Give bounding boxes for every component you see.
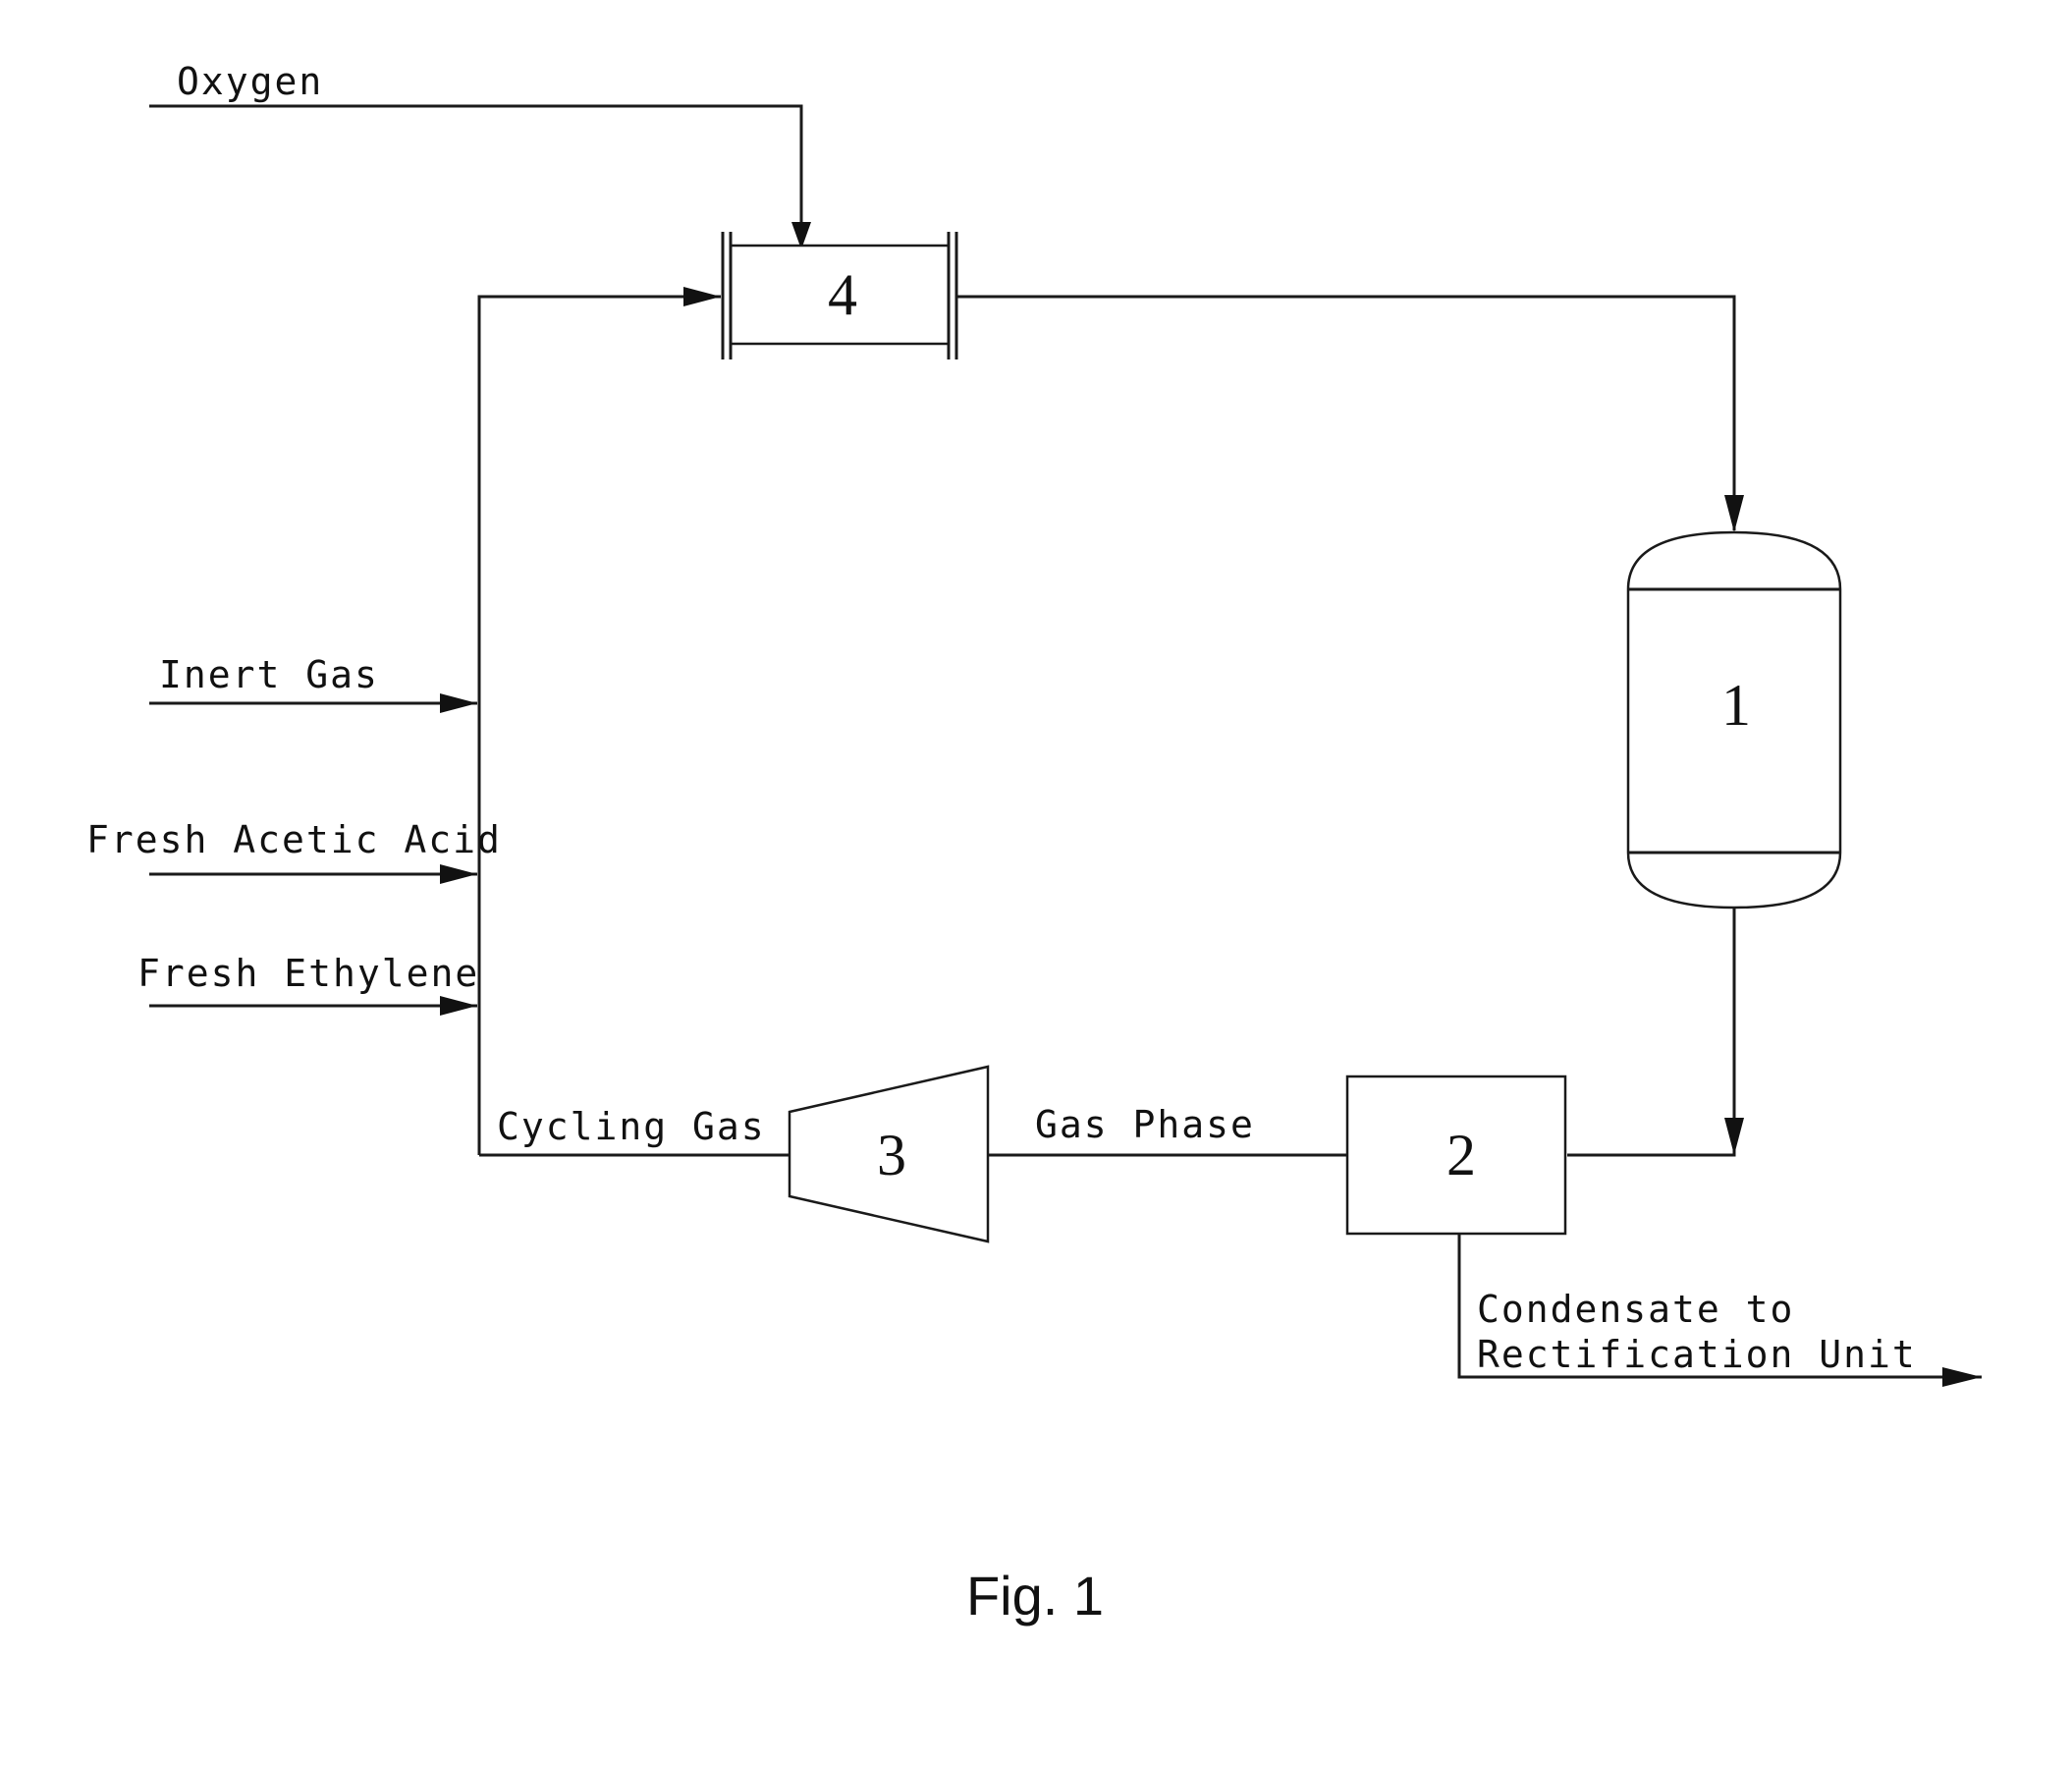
inert-gas-label: Inert Gas [159, 653, 379, 696]
condensate-label-line2: Rectification Unit [1477, 1333, 1917, 1376]
gas-phase-label: Gas Phase [1035, 1103, 1255, 1146]
acetic-acid-feed-line [149, 864, 477, 884]
reactor-vessel-1: 1 [1628, 532, 1840, 908]
separator-unit-number: 2 [1446, 1123, 1476, 1187]
oxygen-label: Oxygen [177, 60, 323, 103]
reactor-unit-number: 1 [1721, 673, 1751, 738]
condensate-label-line1: Condensate to [1477, 1288, 1794, 1331]
inert-gas-feed-line [149, 693, 477, 713]
feed-header-line [479, 287, 721, 1155]
separator-unit-2: 2 [1347, 1076, 1565, 1234]
reactor-outlet-line [1567, 908, 1744, 1155]
compressor-unit-number: 3 [877, 1123, 906, 1187]
oxygen-feed-line [149, 106, 811, 249]
mixer-to-reactor-line [956, 297, 1744, 532]
fresh-acetic-acid-label: Fresh Acetic Acid [86, 818, 502, 861]
compressor-unit-3: 3 [790, 1067, 988, 1241]
mixer-unit-number: 4 [828, 262, 857, 327]
fresh-ethylene-label: Fresh Ethylene [137, 952, 479, 995]
cycling-gas-label: Cycling Gas [497, 1105, 766, 1148]
mixer-unit-4: 4 [723, 232, 956, 359]
figure-caption: Fig. 1 [966, 1565, 1104, 1627]
ethylene-feed-line [149, 996, 477, 1016]
